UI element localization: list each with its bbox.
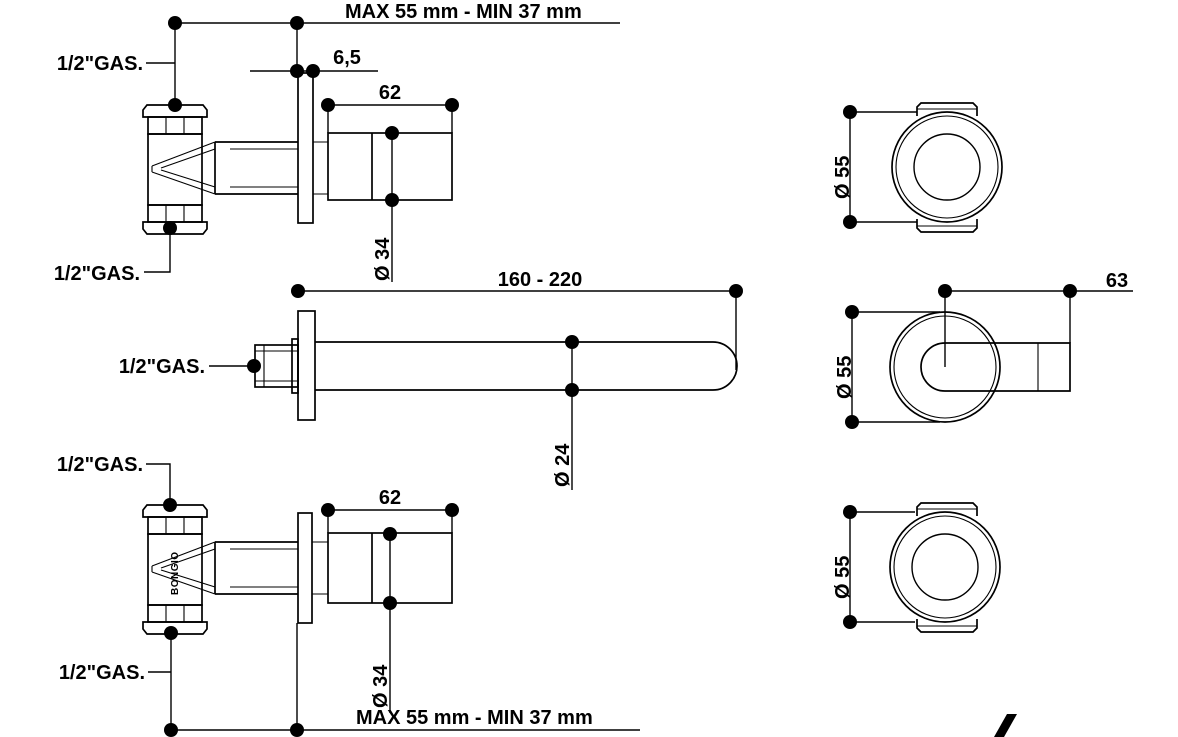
handle-front-view-bottom: Ø 55 — [832, 502, 1001, 633]
spout-front-body — [889, 311, 1071, 423]
spout-front-diameter-dimension — [851, 311, 940, 423]
valve-bottom-extension-lines — [148, 623, 298, 730]
handle-front-bottom-dimension-nodes — [843, 505, 857, 629]
valve-bottom-depth-dimension-label: MAX 55 mm - MIN 37 mm — [356, 707, 593, 729]
page-corner-slash-mark — [994, 714, 1017, 737]
valve-top-section-view: MAX 55 mm - MIN 37 mm 1/2"GAS. 6,5 — [54, 1, 620, 285]
handle-front-top-diameter-dimension — [849, 111, 917, 223]
handle-front-top-diameter-label: Ø 55 — [832, 156, 854, 199]
spout-length-dimension — [298, 290, 737, 370]
spout-inlet-label: 1/2"GAS. — [119, 356, 205, 378]
valve-bottom-inlet-label-bottom: 1/2"GAS. — [59, 662, 145, 684]
valve-bottom-trim-diameter-label: Ø 34 — [370, 664, 392, 708]
spout-front-projection-dimension — [944, 290, 1133, 367]
valve-bottom-trim-length-label: 62 — [379, 487, 401, 509]
spout-length-label: 160 - 220 — [498, 269, 583, 291]
handle-front-view-top: Ø 55 — [832, 102, 1003, 233]
valve-bottom-wall-plate — [297, 512, 313, 624]
valve-top-trim-length-label: 62 — [379, 82, 401, 104]
spout-front-dimension-nodes — [845, 284, 1077, 429]
valve-bottom-trim — [312, 532, 453, 604]
handle-front-bottom-diameter-dimension — [849, 511, 915, 623]
spout-diameter-label: Ø 24 — [552, 443, 574, 487]
valve-top-inlet-label-top: 1/2"GAS. — [57, 53, 143, 75]
valve-bottom-trim-length-dimension — [327, 509, 453, 533]
handle-front-top-body — [891, 102, 1003, 233]
valve-top-dimension-nodes — [163, 16, 459, 235]
valve-bottom-brand-engraving: BONGIO — [170, 551, 181, 595]
valve-top-rough-in-shaft — [215, 141, 298, 195]
valve-top-wall-plate — [297, 72, 314, 224]
spout-body — [254, 310, 738, 421]
valve-bottom-inlet-label-top: 1/2"GAS. — [57, 454, 143, 476]
handle-front-bottom-body — [889, 502, 1001, 633]
valve-bottom-dimension-nodes — [163, 498, 459, 737]
valve-top-trim — [313, 132, 453, 201]
spout-front-view: 63 Ø 55 — [834, 270, 1133, 429]
valve-top-trim-diameter-label: Ø 34 — [372, 237, 394, 281]
valve-top-tee-body — [142, 104, 216, 235]
valve-bottom-rough-in-shaft — [215, 541, 298, 595]
spout-dimension-nodes — [247, 284, 743, 397]
spout-side-view: 160 - 220 1/2"GAS. Ø 24 — [119, 269, 743, 490]
valve-top-trim-length-dimension — [327, 104, 453, 133]
valve-top-inlet-label-bottom: 1/2"GAS. — [54, 263, 140, 285]
valve-bottom-tee-body — [142, 504, 216, 635]
valve-bottom-inlet-leader-top — [146, 463, 171, 503]
handle-front-top-dimension-nodes — [843, 105, 857, 229]
spout-front-projection-label: 63 — [1106, 270, 1128, 292]
spout-front-diameter-label: Ø 55 — [834, 356, 856, 399]
valve-top-inlet-leader-bottom — [144, 234, 171, 273]
valve-top-depth-dimension-label: MAX 55 mm - MIN 37 mm — [345, 1, 582, 23]
valve-bottom-section-view: 1/2"GAS. BONGIO — [57, 454, 640, 737]
valve-top-plate-thickness-label: 6,5 — [333, 47, 361, 69]
handle-front-bottom-diameter-label: Ø 55 — [832, 556, 854, 599]
